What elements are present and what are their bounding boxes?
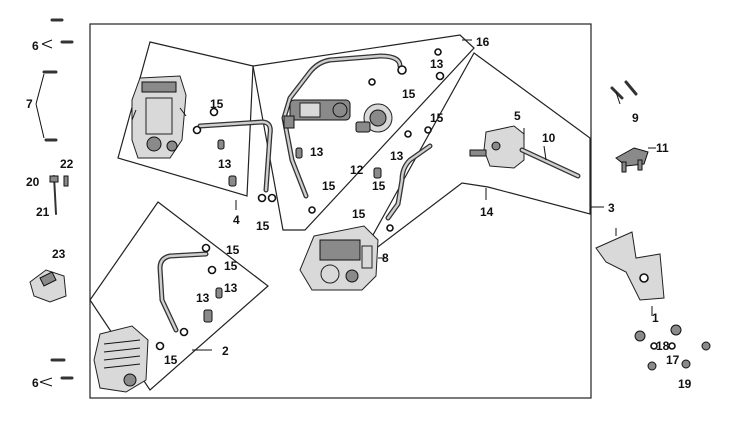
label-7: 7 (26, 97, 33, 111)
label-11: 11 (656, 141, 669, 155)
label-6-top: 6 (32, 39, 39, 53)
label-13c: 13 (390, 149, 404, 163)
label-19: 19 (678, 377, 692, 391)
front-caliper (131, 75, 187, 159)
label-13d: 13 (218, 157, 232, 171)
label-6-bottom: 6 (32, 376, 39, 390)
label-9: 9 (632, 111, 639, 125)
label-15h: 15 (226, 243, 240, 257)
label-22: 22 (60, 157, 74, 171)
label-12: 12 (350, 163, 364, 177)
label-21: 21 (36, 205, 50, 219)
label-2: 2 (222, 344, 229, 358)
leader-lines (35, 39, 656, 387)
label-15f: 15 (352, 207, 366, 221)
rear-hose (155, 243, 223, 351)
label-15j: 15 (164, 353, 178, 367)
abs-modulator (299, 225, 379, 291)
label-15a: 15 (210, 97, 224, 111)
rear-caliper-group-outline (89, 201, 269, 391)
label-13e: 13 (196, 291, 210, 305)
label-8: 8 (382, 251, 389, 265)
sensor (615, 147, 649, 173)
master-cylinder (469, 125, 581, 179)
reservoir (355, 48, 445, 133)
master-cylinder-hose (373, 126, 433, 232)
fittings-17-18-19 (634, 324, 711, 371)
front-hose-group-outline (252, 34, 475, 231)
label-15b: 15 (402, 87, 416, 101)
label-13b: 13 (310, 145, 324, 159)
label-5: 5 (514, 109, 521, 123)
label-15i: 15 (224, 259, 238, 273)
label-14: 14 (480, 205, 494, 219)
label-17: 17 (666, 353, 680, 367)
label-15e: 15 (372, 179, 386, 193)
front-lower-hose (192, 107, 277, 203)
bracket (595, 231, 665, 301)
label-23: 23 (52, 247, 66, 261)
rear-caliper (93, 325, 149, 393)
front-caliper-group-outline (117, 41, 254, 197)
label-15c: 15 (430, 111, 444, 125)
label-10: 10 (542, 131, 556, 145)
main-frame (89, 23, 592, 399)
label-13a: 13 (430, 57, 444, 71)
abs-sensor-block (283, 99, 351, 129)
label-4: 4 (233, 213, 240, 227)
bolt-set-9 (610, 80, 638, 100)
label-13f: 13 (224, 281, 238, 295)
label-16: 16 (476, 35, 490, 49)
front-upper-hose (281, 53, 407, 214)
cable-cover-23 (29, 269, 67, 303)
label-18: 18 (656, 339, 670, 353)
callout-labels: 1 2 3 4 5 6 6 7 8 9 10 11 12 13 13 13 13… (26, 35, 692, 391)
label-15g: 15 (256, 219, 270, 233)
label-3: 3 (608, 201, 615, 215)
bolts-left (42, 18, 74, 380)
label-20: 20 (26, 175, 40, 189)
label-15d: 15 (322, 179, 336, 193)
label-1: 1 (652, 311, 659, 325)
